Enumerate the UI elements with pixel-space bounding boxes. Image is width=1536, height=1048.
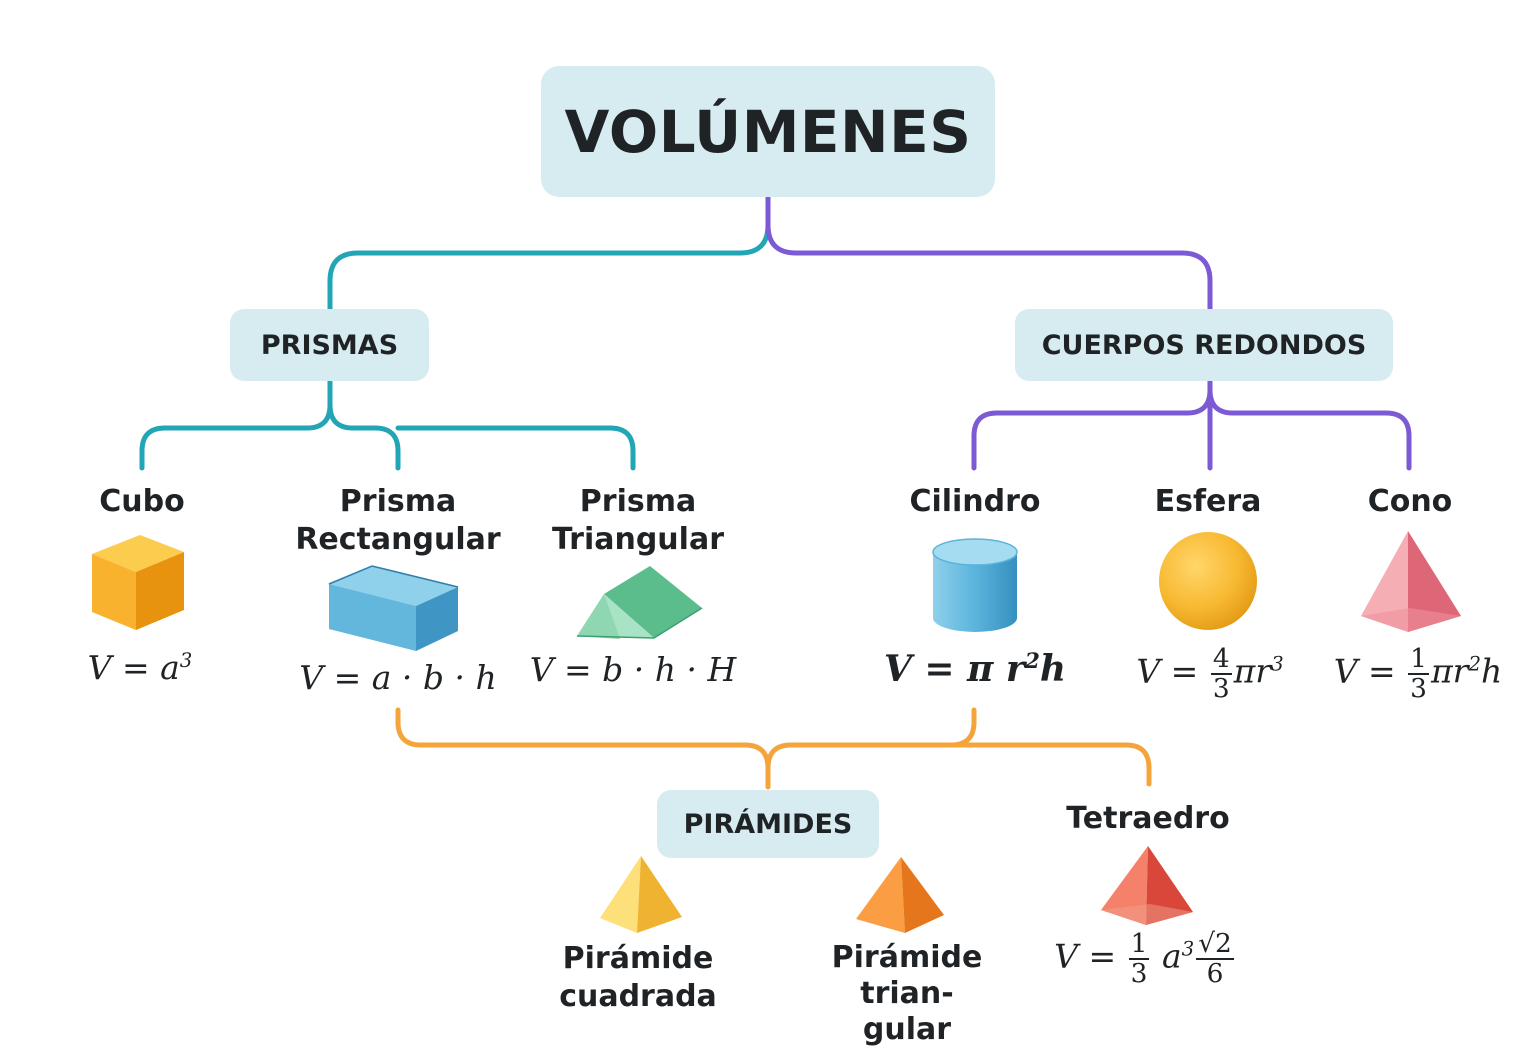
cono-name: Cono: [1367, 484, 1453, 519]
prisma-rectangular-name-line2: Rectangular: [295, 522, 501, 557]
title-box: VOLÚMENES: [541, 66, 995, 197]
cylinder-icon: [932, 538, 1018, 632]
piramide-triangular-name-line2: gular: [862, 1012, 952, 1047]
esfera-label: Esfera: [1128, 483, 1288, 521]
category-prismas-label: PRISMAS: [260, 329, 399, 361]
cilindro-label: Cilindro: [885, 483, 1065, 521]
prisma-triangular-name-line2: Triangular: [551, 522, 724, 557]
tetraedro-label: Tetraedro: [1056, 800, 1240, 838]
triangular-prism-icon: [576, 566, 703, 639]
cubo-formula: V = a3: [87, 648, 193, 687]
category-cuerpos-redondos-label: CUERPOS REDONDOS: [1041, 329, 1367, 361]
category-prismas: PRISMAS: [230, 309, 429, 381]
piramide-cuadrada-name: Pirámide cuadrada: [559, 941, 717, 1014]
piramide-cuadrada-label: Pirámide cuadrada: [496, 940, 780, 1016]
cono-label: Cono: [1340, 483, 1480, 521]
square-pyramid-icon: [600, 856, 682, 933]
prisma-triangular-name-line1: Prisma: [579, 484, 697, 519]
piramide-triangular-name-line1: Pirámide trian-: [831, 940, 983, 1011]
category-piramides-label: PIRÁMIDES: [683, 808, 853, 840]
connector-piramides: [395, 707, 1152, 790]
tetrahedron-icon: [1101, 846, 1193, 925]
triangular-pyramid-icon: [856, 857, 944, 933]
tetraedro-name: Tetraedro: [1066, 801, 1230, 836]
connector-title-redondos: [765, 195, 1213, 313]
connector-prismas-children: [139, 377, 636, 471]
sphere-icon: [1159, 532, 1257, 630]
esfera-name: Esfera: [1154, 484, 1262, 519]
prisma-rectangular-label: Prisma Rectangular: [290, 483, 506, 559]
connector-lines: [139, 195, 1412, 790]
category-piramides: PIRÁMIDES: [657, 790, 879, 858]
cubo-label: Cubo: [62, 483, 222, 521]
connector-title-prismas: [327, 195, 771, 313]
cilindro-name: Cilindro: [909, 484, 1041, 519]
connector-redondos-children: [971, 377, 1412, 471]
prisma-rectangular-formula: V = a · b · h: [299, 658, 497, 697]
cilindro-formula: V = π r2h: [883, 648, 1067, 690]
cube-icon: [92, 535, 184, 630]
cubo-name: Cubo: [99, 484, 185, 519]
category-cuerpos-redondos: CUERPOS REDONDOS: [1015, 309, 1393, 381]
prisma-rectangular-name-line1: Prisma: [339, 484, 457, 519]
rectangular-prism-icon: [328, 565, 459, 651]
prisma-triangular-label: Prisma Triangular: [540, 483, 736, 559]
page-title: VOLÚMENES: [564, 97, 972, 166]
cone-icon: [1361, 531, 1461, 632]
prisma-triangular-formula: V = b · h · H: [529, 650, 737, 689]
piramide-triangular-label: Pirámide trian- gular: [785, 940, 1029, 1048]
